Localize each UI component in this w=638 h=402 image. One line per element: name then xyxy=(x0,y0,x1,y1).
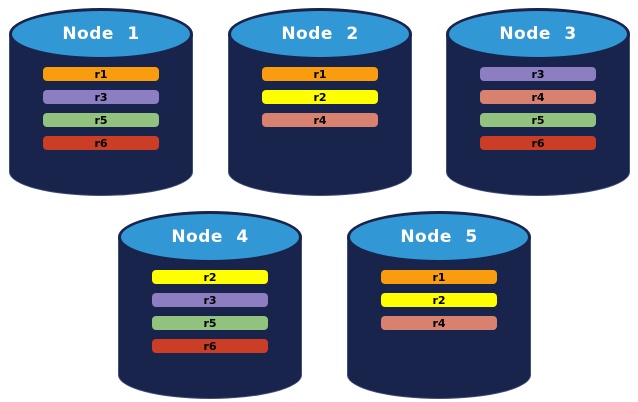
node-cylinder-3: Node 3 r3 r4 r5 r6 xyxy=(446,8,630,196)
replica-bars: r1 r3 r5 r6 xyxy=(9,67,193,150)
replica-bar-r2: r2 xyxy=(152,270,268,284)
replica-bar-r1: r1 xyxy=(43,67,159,81)
replica-bar-r6: r6 xyxy=(43,136,159,150)
cylinder-top: Node 3 xyxy=(446,8,630,60)
replica-bar-r1: r1 xyxy=(262,67,378,81)
node-title: Node 3 xyxy=(499,24,577,44)
replica-bar-r6: r6 xyxy=(152,339,268,353)
replica-bar-r4: r4 xyxy=(480,90,596,104)
cylinder-top: Node 5 xyxy=(347,211,531,263)
cylinder-top: Node 4 xyxy=(118,211,302,263)
node-cylinder-1: Node 1 r1 r3 r5 r6 xyxy=(9,8,193,196)
cylinder-top: Node 1 xyxy=(9,8,193,60)
replica-bar-r3: r3 xyxy=(152,293,268,307)
replica-bar-r5: r5 xyxy=(480,113,596,127)
replica-bar-r2: r2 xyxy=(381,293,497,307)
node-cylinder-2: Node 2 r1 r2 r4 xyxy=(228,8,412,196)
replica-bars: r3 r4 r5 r6 xyxy=(446,67,630,150)
node-title: Node 2 xyxy=(281,24,359,44)
replica-bar-r5: r5 xyxy=(152,316,268,330)
node-cylinder-5: Node 5 r1 r2 r4 xyxy=(347,211,531,399)
replica-bars: r1 r2 r4 xyxy=(347,270,531,330)
replica-bar-r3: r3 xyxy=(480,67,596,81)
replica-bar-r2: r2 xyxy=(262,90,378,104)
node-title: Node 4 xyxy=(171,227,249,247)
replica-bar-r1: r1 xyxy=(381,270,497,284)
replica-bars: r2 r3 r5 r6 xyxy=(118,270,302,353)
replica-bars: r1 r2 r4 xyxy=(228,67,412,127)
replica-bar-r5: r5 xyxy=(43,113,159,127)
replica-bar-r3: r3 xyxy=(43,90,159,104)
node-title: Node 1 xyxy=(62,24,140,44)
node-cylinder-4: Node 4 r2 r3 r5 r6 xyxy=(118,211,302,399)
replica-bar-r4: r4 xyxy=(262,113,378,127)
replica-bar-r6: r6 xyxy=(480,136,596,150)
node-title: Node 5 xyxy=(400,227,478,247)
cylinder-top: Node 2 xyxy=(228,8,412,60)
replica-bar-r4: r4 xyxy=(381,316,497,330)
